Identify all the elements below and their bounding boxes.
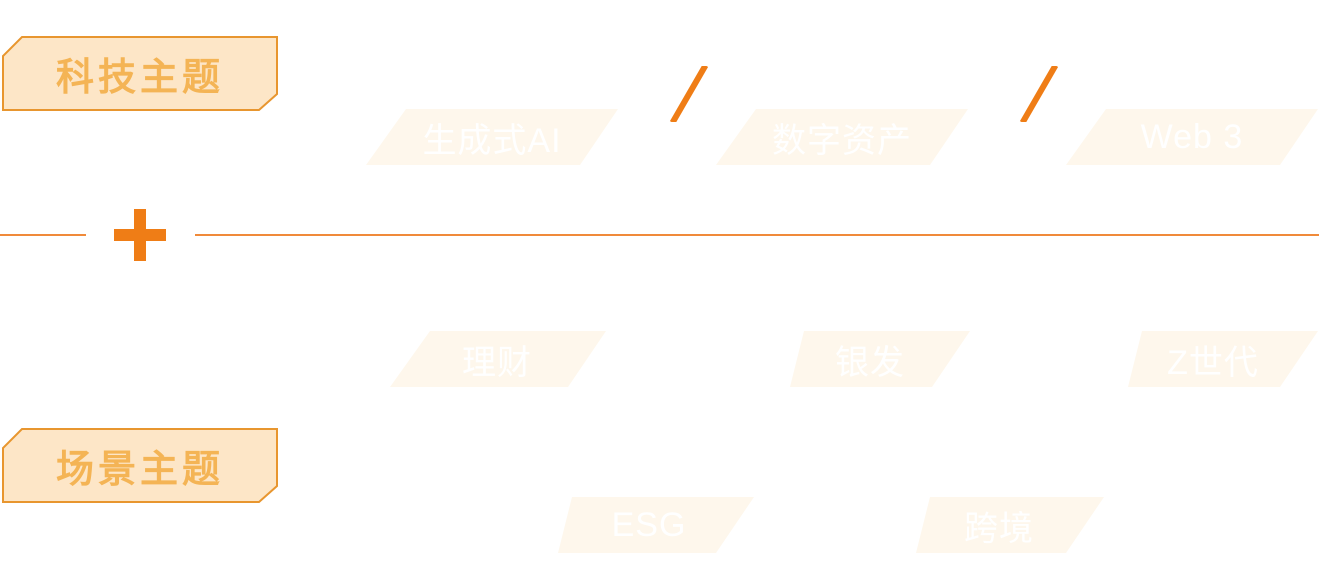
divider-line-left bbox=[0, 234, 86, 236]
tag-shape bbox=[790, 331, 970, 387]
tag-shape bbox=[716, 109, 968, 165]
slash-icon bbox=[1019, 66, 1058, 122]
tag-generative-ai[interactable]: 生成式AI bbox=[366, 109, 618, 165]
badge-shape bbox=[2, 428, 278, 503]
tag-cross-border[interactable]: 跨境 bbox=[916, 497, 1168, 553]
tag-label: 生成式AI bbox=[422, 121, 562, 160]
tech-theme-title: 科技主题 bbox=[55, 54, 224, 99]
tag-shape bbox=[1128, 331, 1318, 387]
tag-label: ESG bbox=[611, 505, 687, 544]
tag-esg[interactable]: ESG bbox=[558, 497, 810, 553]
tag-shape bbox=[916, 497, 1104, 553]
tag-wealth-management[interactable]: 理财 bbox=[390, 331, 642, 387]
tag-shape bbox=[366, 109, 618, 165]
tag-digital-assets[interactable]: 数字资产 bbox=[716, 109, 968, 165]
badge-shape bbox=[2, 36, 278, 111]
tag-label: 数字资产 bbox=[772, 121, 912, 160]
tag-gen-z[interactable]: Z世代 bbox=[1128, 331, 1319, 387]
divider-line-right bbox=[195, 234, 1319, 236]
tag-label: 银发 bbox=[835, 343, 905, 382]
scene-theme-badge: 场景主题 bbox=[2, 428, 278, 503]
sparkle-icon bbox=[903, 502, 922, 540]
tag-web3[interactable]: Web 3 bbox=[1066, 109, 1318, 165]
scene-theme-title: 场景主题 bbox=[55, 446, 224, 491]
plus-icon bbox=[114, 209, 166, 261]
tech-theme-badge: 科技主题 bbox=[2, 36, 278, 111]
sparkle-icon bbox=[767, 334, 793, 368]
tag-shape bbox=[558, 497, 754, 553]
tag-label: Z世代 bbox=[1167, 343, 1259, 382]
tag-silver-economy[interactable]: 银发 bbox=[790, 331, 1042, 387]
tag-label: Web 3 bbox=[1140, 117, 1244, 156]
tag-label: 理财 bbox=[462, 343, 532, 382]
tag-label: 跨境 bbox=[964, 509, 1034, 548]
tag-shape bbox=[390, 331, 606, 387]
tag-shape bbox=[1066, 109, 1318, 165]
slash-icon bbox=[669, 66, 708, 122]
